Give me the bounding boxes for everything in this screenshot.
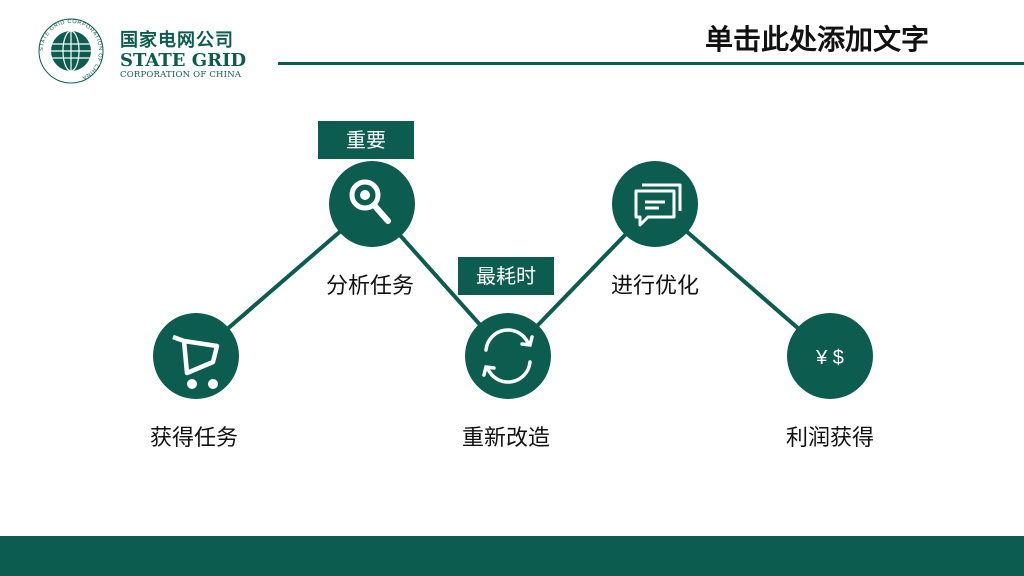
step-label-5: 利润获得 <box>785 426 875 451</box>
page-title[interactable]: 单击此处添加文字 <box>704 23 929 56</box>
magnifier-icon <box>349 179 391 224</box>
step-node-3 <box>465 313 551 399</box>
logo-english-name: STATE GRID <box>120 50 247 71</box>
step-label-1: 获得任务 <box>149 426 239 451</box>
step-node-4 <box>612 161 698 247</box>
footer-bar <box>0 536 1024 576</box>
time-consuming-tag: 最耗时 <box>458 257 554 295</box>
step-node-1 <box>153 313 239 399</box>
step-node-2 <box>329 161 415 247</box>
step-label-3: 重新改造 <box>461 426 551 451</box>
refresh-cycle-icon <box>482 328 534 384</box>
globe-logo-icon: STATE GRID CORPORATION OF CHINA <box>38 18 104 84</box>
logo-subtitle: CORPORATION OF CHINA <box>120 70 242 80</box>
logo-chinese-name: 国家电网公司 <box>120 30 234 51</box>
currency-icon: ¥ $ <box>815 347 844 369</box>
company-logo: STATE GRID CORPORATION OF CHINA 国家电网公司 S… <box>38 18 248 84</box>
shopping-cart-icon <box>172 334 220 389</box>
header-divider <box>278 62 1024 65</box>
important-tag: 重要 <box>318 121 414 159</box>
step-label-2: 分析任务 <box>325 274 415 299</box>
step-node-5: ¥ $ <box>787 313 873 399</box>
chat-bubbles-icon <box>634 183 682 227</box>
step-label-4: 进行优化 <box>610 274 700 299</box>
